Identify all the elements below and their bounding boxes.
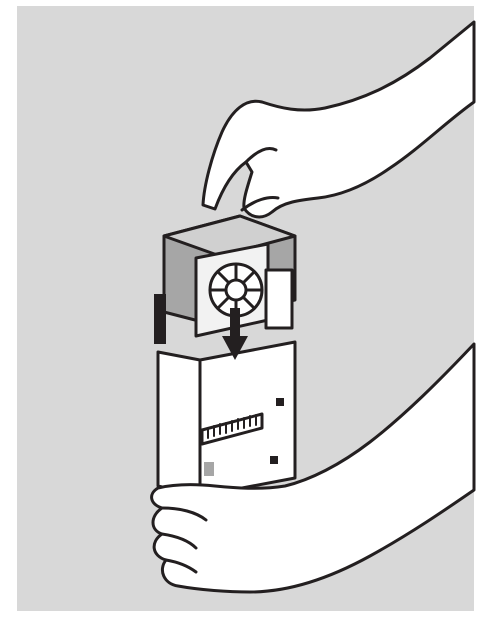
cartridge-body [158, 352, 200, 496]
side-tab [154, 294, 166, 344]
cartridge [154, 216, 295, 496]
